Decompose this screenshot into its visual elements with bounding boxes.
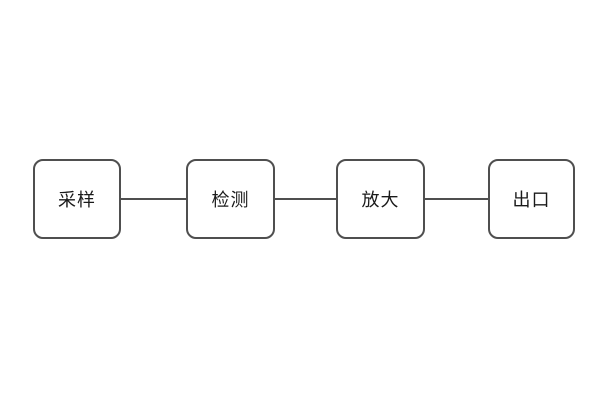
flow-node-detection: 检测: [186, 159, 275, 239]
flow-node-detection-label: 检测: [211, 190, 250, 210]
flow-node-sampling-label: 采样: [58, 190, 96, 210]
connector-line-amplification-outlet: [425, 198, 488, 200]
flow-node-outlet: 出口: [488, 159, 575, 239]
flow-node-outlet-label: 出口: [512, 190, 551, 210]
flow-node-amplification: 放大: [336, 159, 425, 239]
connector-line-sampling-detection: [121, 198, 186, 200]
flow-node-sampling: 采样: [33, 159, 121, 239]
connector-line-detection-amplification: [275, 198, 336, 200]
flow-node-amplification-label: 放大: [361, 190, 400, 210]
